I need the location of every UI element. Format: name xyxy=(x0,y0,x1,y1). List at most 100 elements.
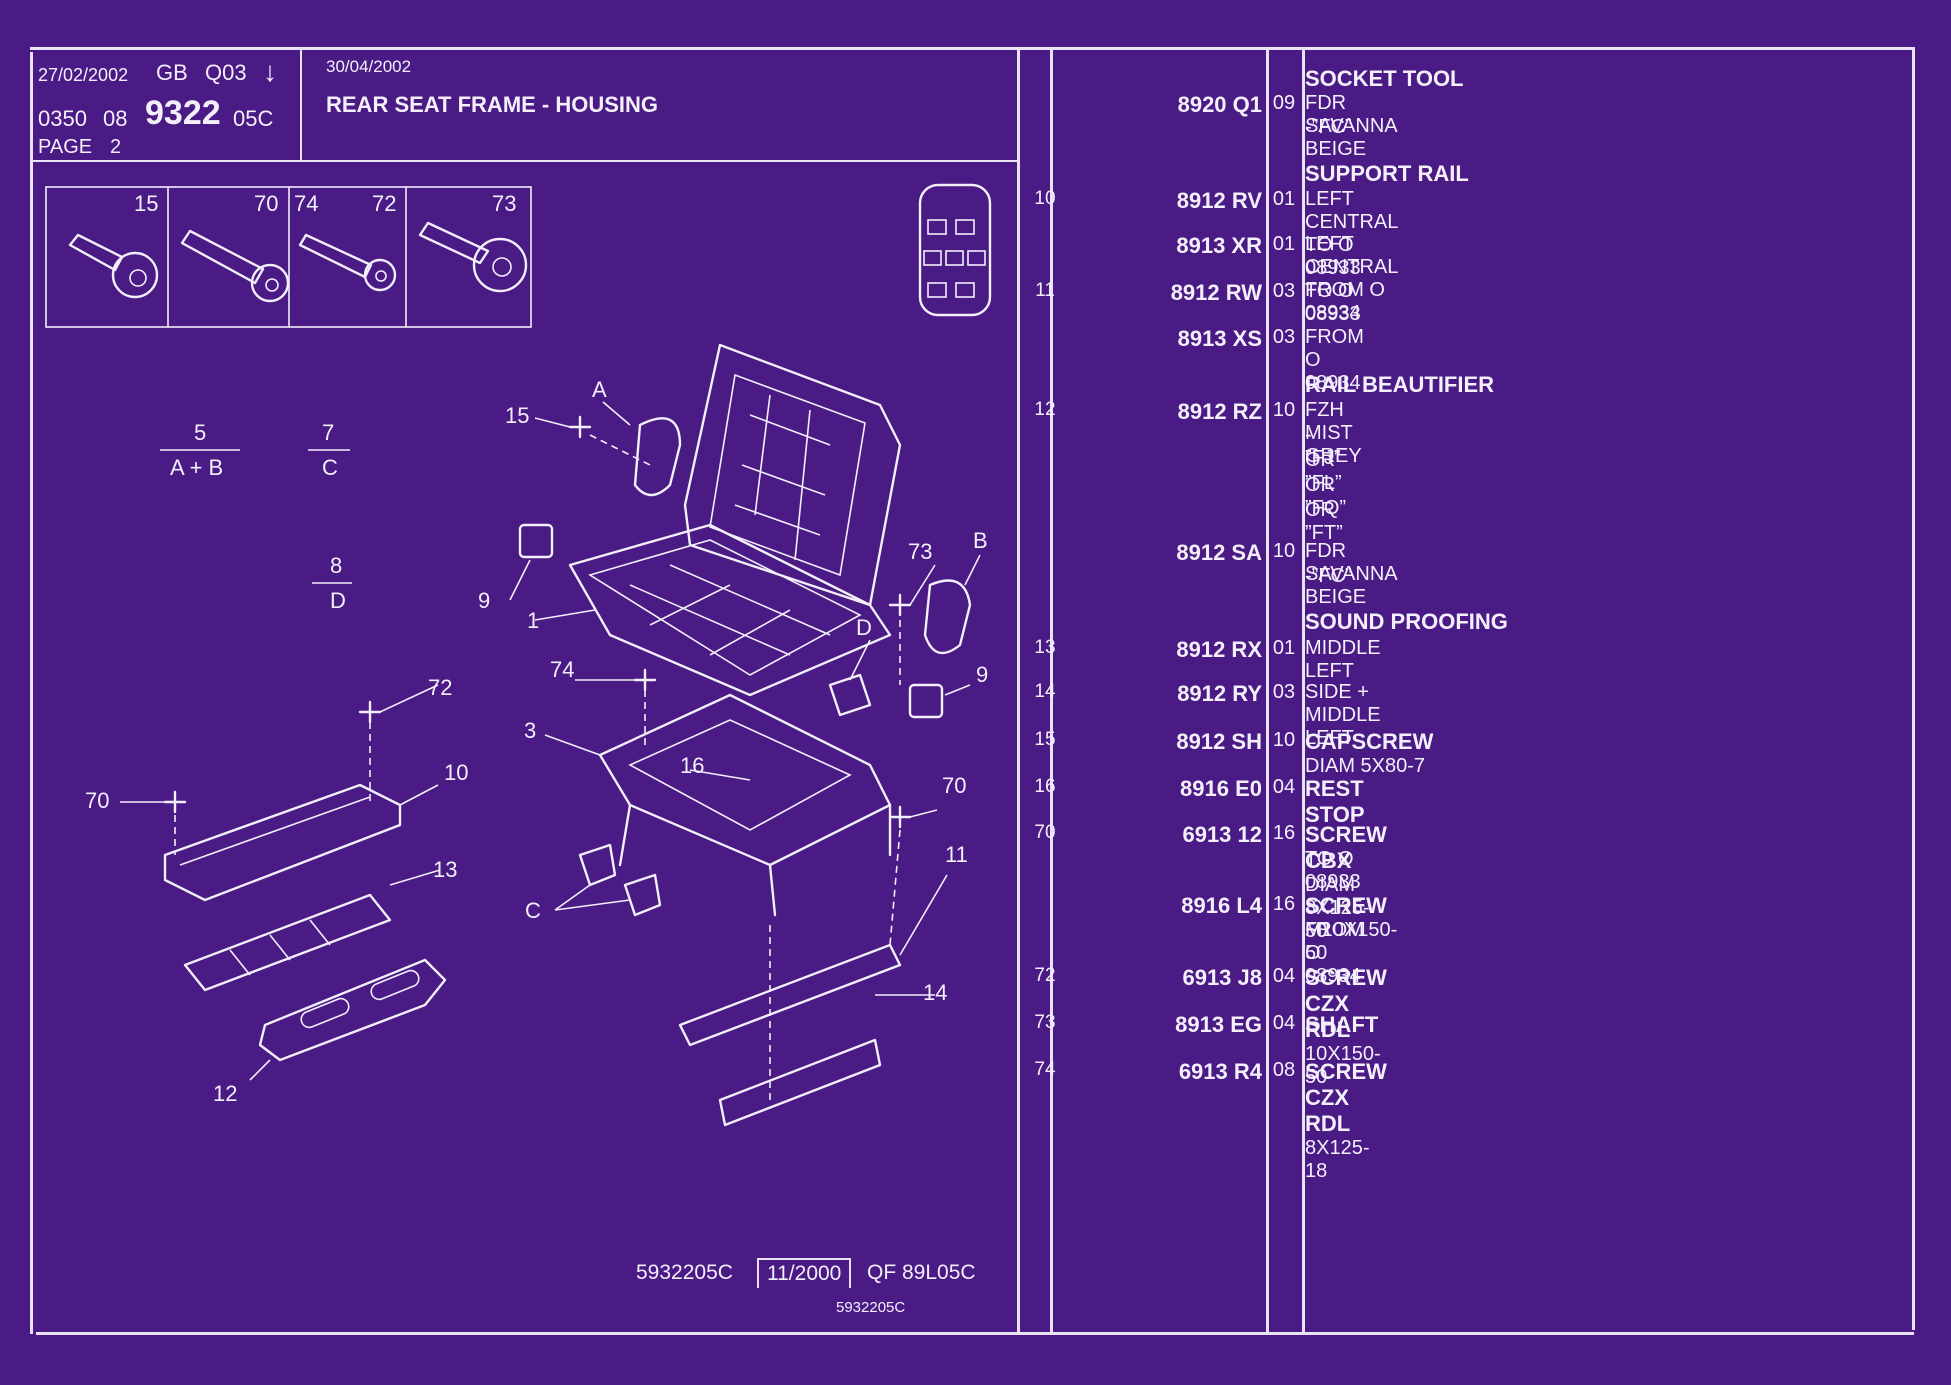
description-line: TO O 08933 xyxy=(1305,280,1361,325)
callout: 14 xyxy=(923,980,947,1005)
legend-number: 8 xyxy=(330,553,342,578)
part-number: 8916 L4 xyxy=(1181,893,1262,918)
figure-ref: 16 xyxy=(1034,776,1056,797)
language: GB xyxy=(156,60,188,85)
language-code: Q03 xyxy=(205,60,247,85)
fastener-70-right-marker xyxy=(888,805,912,829)
figure-ref: 12 xyxy=(1034,399,1056,420)
description-line: CAPSCREW DIAM 5X80-7 xyxy=(1305,729,1433,778)
description-text: DIAM 8X125-50 xyxy=(1305,874,1370,942)
quantity: 04 xyxy=(1272,776,1296,798)
description-line: SCREW CZX RDL 10X150-50 xyxy=(1305,965,1387,1089)
legend-label: C xyxy=(322,455,338,480)
description-bold: CAPSCREW xyxy=(1305,729,1434,754)
legend-number: 5 xyxy=(194,420,206,445)
figure-ref: 73 xyxy=(1034,1012,1056,1033)
description-line: SCREW M10X150-50 xyxy=(1305,893,1397,965)
down-arrow-icon: ↓ xyxy=(263,56,277,87)
description-line: SHAFT xyxy=(1305,1012,1378,1038)
seat-housing-frame xyxy=(598,693,892,917)
quantity: 04 xyxy=(1272,1012,1296,1034)
description-line: FDR SAVANNA BEIGE xyxy=(1305,540,1397,608)
description-line: SCREW CZX RDL 8X125-18 xyxy=(1305,1059,1387,1183)
bracket-9-right xyxy=(908,683,944,719)
part-number: 8912 RY xyxy=(1177,681,1262,706)
quantity: 16 xyxy=(1272,893,1296,915)
part-number: 8912 SA xyxy=(1176,540,1262,565)
section-heading: SUPPORT RAIL xyxy=(1305,161,1469,186)
fastener-73-marker xyxy=(888,593,912,617)
figure-ref: 72 xyxy=(1034,965,1056,986)
callout: 15 xyxy=(505,403,529,428)
quantity: 09 xyxy=(1272,92,1296,114)
description-line: SCREW CBX DIAM 8X125-50 xyxy=(1305,822,1387,943)
page-number: 2 xyxy=(110,136,122,158)
fastener-72-marker xyxy=(358,700,382,724)
quantity: 03 xyxy=(1272,326,1296,348)
header-vertical xyxy=(300,50,302,162)
quantity: 16 xyxy=(1272,822,1296,844)
issue-date: 27/02/2002 xyxy=(38,65,129,85)
description-line: REST STOP xyxy=(1305,776,1365,828)
footer-ref: 5932205C xyxy=(636,1261,733,1284)
description-line: LEFT CENTRAL TO O 08933 xyxy=(1305,188,1398,279)
description-bold: SHAFT xyxy=(1305,1012,1379,1037)
ref-b: 08 xyxy=(103,106,128,131)
fastener-thumbnails: 15 70 74 72 73 xyxy=(45,186,532,328)
quantity: 01 xyxy=(1272,233,1296,255)
callout: C xyxy=(525,898,541,923)
group-suffix: 05C xyxy=(233,106,274,131)
footer-date-box: 11/2000 xyxy=(757,1258,852,1288)
description-bold: REST STOP xyxy=(1305,776,1365,827)
figure-ref: 10 xyxy=(1034,188,1056,209)
callout: 16 xyxy=(680,753,704,778)
description-line: LEFT CENTRAL FROM O 08934 xyxy=(1305,233,1398,324)
bracket-9-left xyxy=(518,523,554,559)
ref-a: 0350 xyxy=(38,106,87,131)
col-divider-1 xyxy=(1017,50,1020,1332)
col-divider-2 xyxy=(1050,50,1053,1332)
quantity: 04 xyxy=(1272,965,1296,987)
group-number: 9322 xyxy=(145,94,221,132)
callout: A xyxy=(592,377,607,402)
figure-ref: 14 xyxy=(1034,681,1056,702)
outer-border-top xyxy=(30,47,1915,50)
cover-d xyxy=(828,673,872,717)
description-bold: SCREW CZX RDL xyxy=(1305,1059,1387,1136)
description-line: OR ”FT” xyxy=(1305,499,1343,544)
quantity: 01 xyxy=(1272,188,1296,210)
description-bold: SCREW xyxy=(1305,893,1387,918)
fastener-70-left-marker xyxy=(163,790,187,814)
page-label: PAGE xyxy=(38,136,93,158)
shaft-73-icon xyxy=(418,221,528,293)
cover-c-2 xyxy=(623,873,662,917)
description-bold: SCREW CZX RDL xyxy=(1305,965,1387,1042)
header-divider xyxy=(30,160,1018,162)
col-divider-3 xyxy=(1266,50,1269,1332)
callout: 73 xyxy=(908,539,932,564)
part-number: 6913 12 xyxy=(1182,822,1262,847)
callout: 9 xyxy=(478,588,490,613)
thumb-label: 73 xyxy=(492,191,516,216)
right-rail xyxy=(678,943,902,1047)
sound-proofing-13 xyxy=(183,893,392,992)
part-number: 6913 R4 xyxy=(1178,1059,1262,1084)
exploded-view-diagram: 15 70 74 72 73 5 A + B 7 C 8 D xyxy=(45,183,992,1127)
callout: D xyxy=(856,615,872,640)
part-number: 8912 RX xyxy=(1176,637,1262,662)
description-line: OR ”FL” xyxy=(1305,449,1342,494)
legend-number: 7 xyxy=(322,420,334,445)
callout: 3 xyxy=(524,718,536,743)
callout: 72 xyxy=(428,675,452,700)
quantity: 10 xyxy=(1272,399,1296,421)
quantity: 03 xyxy=(1272,280,1296,302)
part-number: 8916 E0 xyxy=(1180,776,1262,801)
callout: B xyxy=(973,528,988,553)
hinge-cover-b xyxy=(923,579,972,655)
legend-label: D xyxy=(330,588,346,613)
car-seat-layout-icon xyxy=(918,183,992,317)
revision-date: 30/04/2002 xyxy=(326,57,412,76)
description-line: FROM O 08934 xyxy=(1305,326,1364,394)
figure-ref: 74 xyxy=(1034,1059,1056,1080)
screw-15-icon xyxy=(68,233,159,299)
